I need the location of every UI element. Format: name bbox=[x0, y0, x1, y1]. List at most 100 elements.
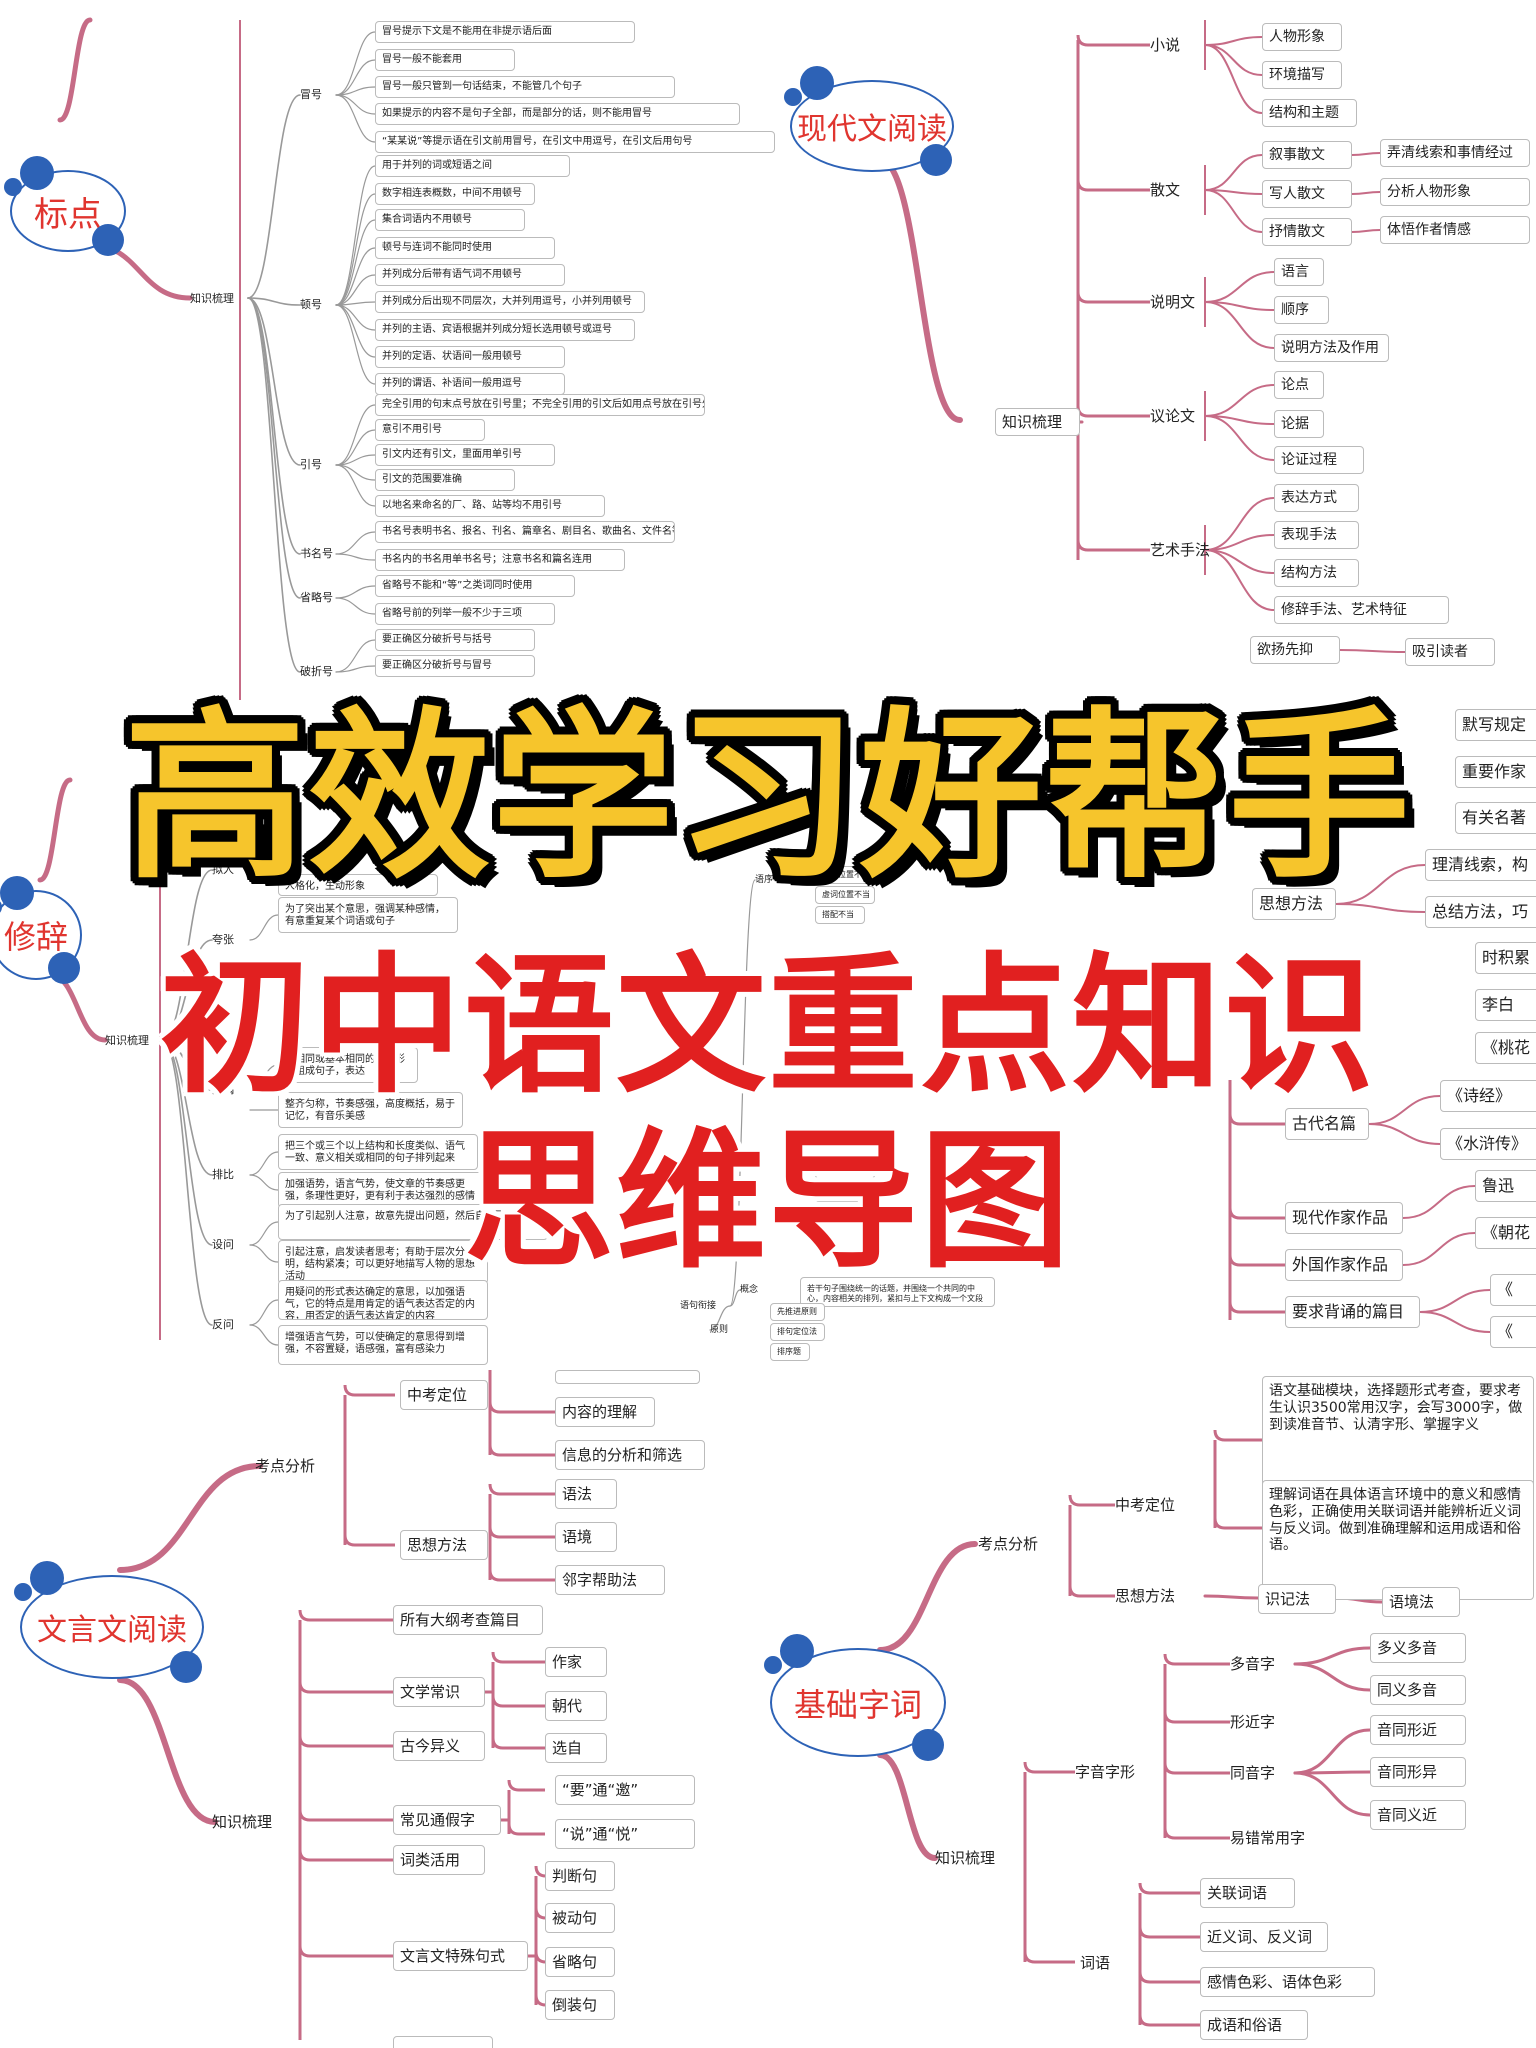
node-group-3: 议论文 bbox=[1150, 407, 1196, 425]
node-subgroup: 文学常识 bbox=[393, 1677, 485, 1707]
node-root-grammar: 语句衔接 bbox=[680, 1300, 717, 1311]
node-item: 欲扬先抑 bbox=[1250, 636, 1340, 664]
branch-line bbox=[729, 879, 756, 1307]
node-item: 感情色彩、语体色彩 bbox=[1200, 1967, 1375, 1997]
branch-fork bbox=[1023, 1951, 1075, 1964]
branch-fork bbox=[1163, 1827, 1230, 1840]
decorative-dot bbox=[4, 178, 22, 196]
node-item: 结构方法 bbox=[1274, 559, 1359, 587]
node-item: 集合词语内不用顿号 bbox=[375, 209, 525, 231]
node-detail: 多义多音 bbox=[1370, 1633, 1466, 1663]
node-item: 《桃花 bbox=[1475, 1032, 1536, 1064]
branch-line bbox=[37, 777, 73, 883]
decorative-dot bbox=[14, 1583, 32, 1601]
node-item: 数字相连表概数，中间不用顿号 bbox=[375, 183, 535, 205]
node-item: 语境 bbox=[555, 1522, 617, 1552]
branch-line bbox=[117, 1677, 218, 1825]
branch-fork bbox=[298, 1735, 393, 1748]
branch-fork bbox=[298, 1809, 393, 1822]
node-group-6: 反问 bbox=[212, 1318, 234, 1332]
node-item: 结构和主题 bbox=[1262, 99, 1357, 127]
node-group-3: 书名号 bbox=[300, 547, 333, 561]
branch-fork bbox=[1228, 1301, 1285, 1314]
decorative-dot bbox=[912, 1729, 944, 1761]
node-subgroup: 所有大纲考查篇目 bbox=[393, 1605, 543, 1635]
node-group-4: 现代作家作品 bbox=[1285, 1202, 1403, 1234]
decorative-dot bbox=[170, 1651, 202, 1683]
node-item: 引起注意，启发读者思考；有助于层次分明，结构紧凑；可以更好地描写人物的思想活动 bbox=[278, 1240, 488, 1284]
decorative-dot bbox=[780, 1634, 814, 1668]
branch-line bbox=[1204, 189, 1263, 233]
node-item: 用疑问的形式表达确定的意思，以加强语气，它的特点是用肯定的语气表达否定的内容，用… bbox=[278, 1280, 488, 1320]
branch-line bbox=[335, 665, 376, 673]
branch-line bbox=[249, 1244, 279, 1263]
node-root-rhetoric: 知识梳理 bbox=[105, 1034, 149, 1048]
branch-line bbox=[1419, 1311, 1491, 1333]
branch-line bbox=[335, 219, 376, 306]
branch-line bbox=[249, 1299, 279, 1326]
node-item: 论证过程 bbox=[1274, 446, 1364, 474]
branch-fork bbox=[488, 1483, 555, 1496]
branch-line bbox=[1204, 415, 1275, 461]
node-group-0: 小说 bbox=[1150, 36, 1181, 54]
node-item: 如果提示的内容不是句子全部，而是部分的话，则不能用冒号 bbox=[375, 103, 740, 125]
branch-line bbox=[335, 464, 376, 507]
branch-line bbox=[161, 1039, 213, 1326]
node-subgroup: 字音字形 bbox=[1075, 1763, 1136, 1781]
node-group-zhishi: 知识梳理 bbox=[935, 1849, 996, 1867]
hero-subtitle-2: 思维导图 bbox=[463, 1115, 1072, 1289]
node-item: 表达方式 bbox=[1274, 484, 1359, 512]
branch-line bbox=[1419, 1289, 1491, 1313]
node-item: 《朝花 bbox=[1475, 1217, 1536, 1249]
node-group-kaodian: 考点分析 bbox=[978, 1535, 1039, 1553]
node-item: 总结方法，巧 bbox=[1425, 896, 1536, 928]
node-group-0: 冒号 bbox=[300, 88, 322, 102]
branch-line bbox=[1335, 864, 1426, 905]
branch-fork bbox=[491, 1737, 545, 1750]
branch-fork bbox=[491, 1695, 545, 1708]
branch-fork bbox=[507, 1779, 545, 1792]
node-group-2: 说明文 bbox=[1150, 293, 1196, 311]
node-item: 冒号提示下文是不能用在非提示语后面 bbox=[375, 21, 635, 43]
node-item: 逻辑分析法 bbox=[815, 1201, 875, 1219]
branch-line bbox=[161, 1039, 213, 1246]
node-item: 书名内的书名用单书名号；注意书名和篇名连用 bbox=[375, 549, 625, 571]
node-item: 书名号表明书名、报名、刊名、篇章名、剧目名、歌曲名、文件名等 bbox=[375, 521, 675, 543]
node-item: 重要作家 bbox=[1455, 756, 1536, 788]
branch-line bbox=[877, 1752, 938, 1861]
node-item: 语法 bbox=[555, 1479, 617, 1509]
node-item: 作家 bbox=[545, 1647, 607, 1677]
node-item: 省略句 bbox=[545, 1947, 615, 1977]
node-item: 默写规定 bbox=[1455, 709, 1536, 741]
branch-fork bbox=[1076, 539, 1150, 552]
node-group-4: 排比 bbox=[212, 1168, 234, 1182]
node-group-6: 要求背诵的篇目 bbox=[1285, 1296, 1420, 1328]
branch-fork bbox=[298, 1849, 393, 1862]
node-item: 增强语言气势，可以使确定的意思得到增强，不容置疑，语感强，富有感染力 bbox=[278, 1325, 488, 1365]
branch-line bbox=[161, 1039, 213, 1091]
branch-line bbox=[161, 1039, 213, 1176]
node-group-2: 引号 bbox=[300, 458, 322, 472]
node-item: 修辞手法、艺术特征 bbox=[1274, 596, 1449, 624]
branch-line bbox=[335, 531, 376, 555]
branch-line bbox=[335, 304, 376, 358]
node-item: 为了引起别人注意，故意先提出问题，然后自己回答 bbox=[278, 1204, 548, 1240]
node-item: 《 bbox=[1490, 1316, 1536, 1348]
node-item: 关联词语 bbox=[1200, 1878, 1295, 1908]
branch-line bbox=[1204, 271, 1275, 303]
node-group-kaodian: 考点分析 bbox=[255, 1457, 316, 1475]
branch-line bbox=[335, 553, 376, 561]
branch-line bbox=[1293, 1770, 1372, 1775]
branch-line bbox=[249, 869, 279, 886]
decorative-dot bbox=[20, 156, 54, 190]
node-item: 易错常用字 bbox=[1230, 1829, 1306, 1847]
branch-line bbox=[335, 193, 376, 306]
branch-fork bbox=[1138, 1882, 1200, 1895]
branch-line bbox=[1204, 36, 1263, 46]
node-item: 邻字帮助法 bbox=[555, 1565, 665, 1595]
node-group-5: 破折号 bbox=[300, 665, 333, 679]
node-item: 多音字 bbox=[1230, 1655, 1276, 1673]
branch-fork bbox=[1163, 1762, 1230, 1775]
node-item: 把三个或三个以上结构和长度类似、语气一致、意义相关或相同的句子排列起来 bbox=[278, 1134, 478, 1170]
node-item: 总分统一法 bbox=[815, 1181, 875, 1199]
